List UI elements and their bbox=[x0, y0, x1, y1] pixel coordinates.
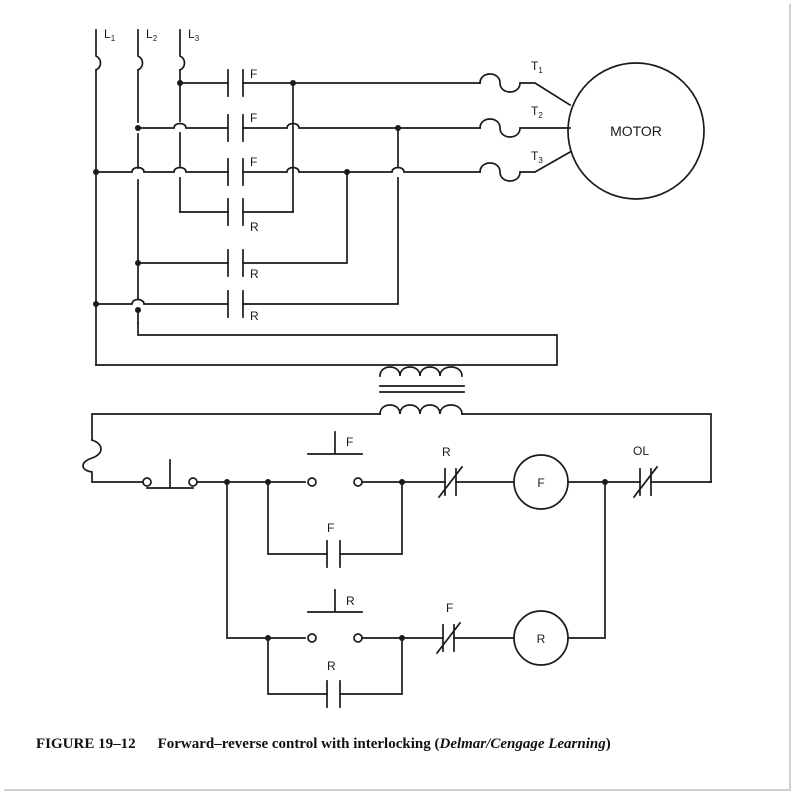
r-contact-1 bbox=[227, 198, 244, 226]
t2-fuse bbox=[479, 118, 571, 138]
transformer-primary-feed bbox=[95, 322, 558, 366]
l3-label: L3 bbox=[188, 27, 200, 43]
forward-seal-label: F bbox=[327, 521, 334, 535]
t1-fuse bbox=[479, 73, 572, 107]
figure-close-paren: ) bbox=[605, 736, 611, 752]
f-coil-label: F bbox=[537, 476, 544, 490]
f-contact-2 bbox=[227, 114, 244, 142]
control-fuse bbox=[82, 438, 144, 483]
t3-fuse bbox=[479, 150, 572, 182]
reverse-button-label: R bbox=[346, 594, 355, 608]
reverse-button: R bbox=[307, 589, 363, 643]
r-contact-2 bbox=[227, 249, 244, 277]
forward-seal-contact bbox=[326, 540, 341, 568]
control-junctions bbox=[224, 479, 608, 641]
motor-label: MOTOR bbox=[610, 123, 662, 139]
t2-label: T2 bbox=[531, 104, 543, 120]
r-contact-3 bbox=[227, 290, 244, 318]
control-circuit: F F R F OL R R bbox=[142, 431, 712, 708]
l2-label: L2 bbox=[146, 27, 158, 43]
r2-wire bbox=[137, 171, 348, 264]
figure-source: Delmar/Cengage Learning bbox=[439, 736, 606, 752]
reverse-branch bbox=[226, 481, 306, 639]
r-contact-2-label: R bbox=[250, 267, 259, 281]
transformer-primary-coil bbox=[379, 366, 463, 377]
forward-button: F bbox=[307, 431, 363, 487]
l2-fuse bbox=[136, 29, 144, 72]
reverse-seal-contact bbox=[326, 680, 341, 708]
motor-symbol bbox=[567, 62, 705, 200]
l3-fuse bbox=[178, 29, 186, 72]
figure-title: Forward–reverse control with interlockin… bbox=[157, 736, 440, 752]
f-contact-2-label: F bbox=[250, 111, 257, 125]
figure-caption: FIGURE 19–12 Forward–reverse control with… bbox=[36, 736, 786, 753]
forward-seal-branch bbox=[267, 481, 403, 555]
r3-wire bbox=[95, 127, 399, 305]
power-junctions bbox=[93, 80, 401, 313]
t3-label: T3 bbox=[531, 149, 543, 165]
t3-wire bbox=[95, 166, 481, 173]
main-contacts: F F F R R R bbox=[227, 67, 259, 323]
image-frame bbox=[4, 4, 791, 791]
r-coil-label: R bbox=[537, 632, 546, 646]
control-transformer bbox=[82, 322, 712, 483]
t2-wire bbox=[137, 122, 481, 129]
r-contact-1-label: R bbox=[250, 220, 259, 234]
forward-button-label: F bbox=[346, 435, 353, 449]
f-contact-3 bbox=[227, 158, 244, 186]
l1-label: L1 bbox=[104, 27, 116, 43]
f-interlock-label: F bbox=[446, 601, 453, 615]
stop-button bbox=[142, 459, 198, 489]
l1-fuse bbox=[94, 29, 102, 72]
r-interlock-label: R bbox=[442, 445, 451, 459]
reverse-seal-label: R bbox=[327, 659, 336, 673]
power-circuit: F F F R R R MOTOR L1 L2 L3 T1 T2 T3 bbox=[93, 27, 705, 366]
ol-label: OL bbox=[633, 444, 649, 458]
f-contact-1 bbox=[227, 69, 244, 97]
transformer-core bbox=[379, 385, 465, 393]
transformer-secondary-leads bbox=[91, 413, 712, 483]
figure-number: FIGURE 19–12 bbox=[36, 736, 136, 752]
f-contact-1-label: F bbox=[250, 67, 257, 81]
r-contact-3-label: R bbox=[250, 309, 259, 323]
t1-label: T1 bbox=[531, 59, 543, 75]
transformer-secondary-coil bbox=[379, 404, 463, 415]
r-coil-return bbox=[567, 481, 606, 639]
f-contact-3-label: F bbox=[250, 155, 257, 169]
reverse-seal-branch bbox=[267, 637, 403, 695]
